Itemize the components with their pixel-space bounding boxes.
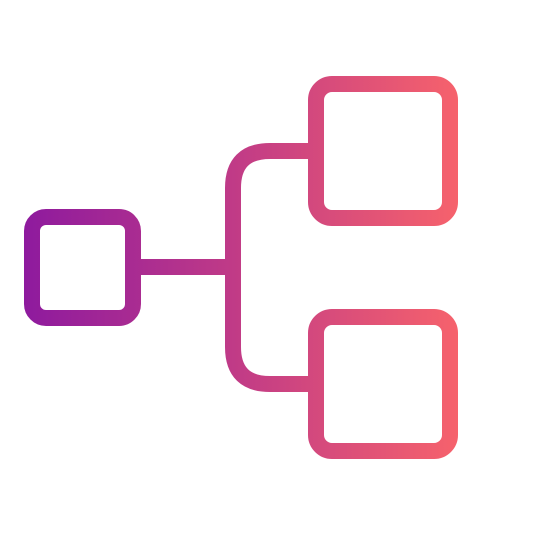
root-node-box [24,209,141,326]
child-node-bottom-box [308,309,458,459]
child-node-top-box [308,76,458,226]
branch-connector-line [225,143,316,392]
